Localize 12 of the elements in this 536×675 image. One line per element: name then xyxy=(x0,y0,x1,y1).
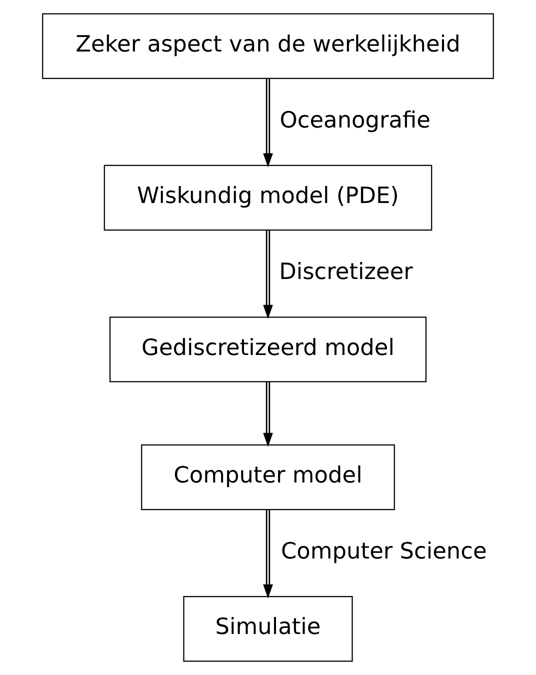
arrow xyxy=(263,382,273,447)
node-box: Simulatie xyxy=(183,596,353,662)
node-box: Zeker aspect van de werkelijkheid xyxy=(42,13,494,79)
edge-label: Computer Science xyxy=(280,538,487,564)
edge-label: Oceanografie xyxy=(280,107,431,134)
node-box: Wiskundig model (PDE) xyxy=(104,164,432,231)
arrow xyxy=(263,230,273,319)
arrow xyxy=(263,78,273,168)
arrow xyxy=(263,510,273,598)
edge-label: Discretizeer xyxy=(279,258,413,285)
node-box: Gediscretizeerd model xyxy=(109,316,427,382)
node-box: Computer model xyxy=(141,444,395,510)
